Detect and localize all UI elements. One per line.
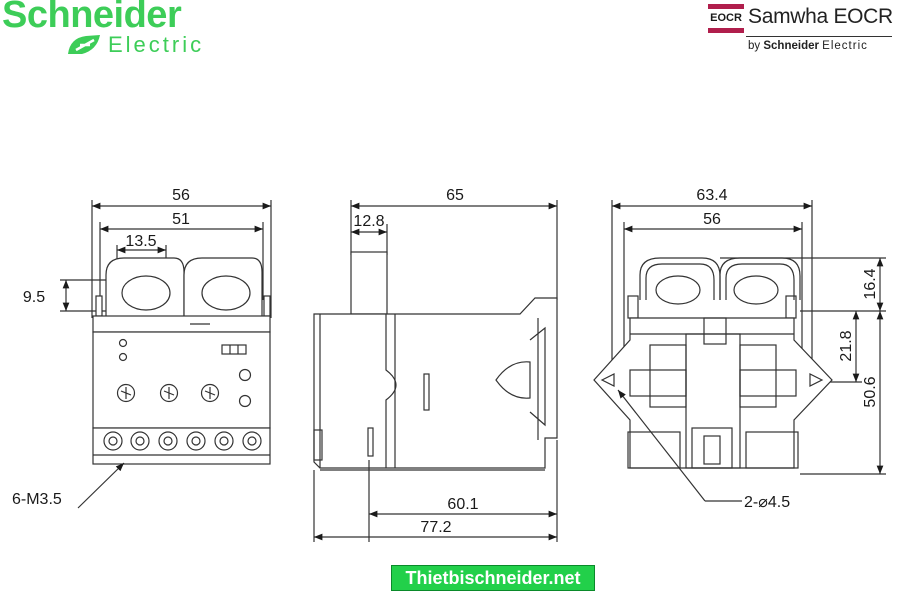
dim-side-base-length: 60.1 bbox=[447, 496, 478, 513]
dim-side-overall-depth: 65 bbox=[446, 187, 464, 204]
dim-rear-hole-spacing: 56 bbox=[703, 211, 721, 228]
dim-front-overall-width: 56 bbox=[172, 187, 190, 204]
dim-rear-overall-height: 50.6 bbox=[862, 376, 879, 407]
dim-front-hole-height: 9.5 bbox=[23, 289, 45, 306]
dimension-labels: 56 51 13.5 9.5 6-M3.5 65 12.8 60.1 77.2 … bbox=[12, 187, 879, 536]
website-footer-badge[interactable]: Thietbischneider.net bbox=[391, 565, 595, 591]
by-line: by Schneider Electric bbox=[748, 40, 868, 52]
dim-front-terminal-span: 51 bbox=[172, 211, 190, 228]
se-leaf-icon bbox=[68, 35, 100, 54]
schneider-electric-logo: Schneider Electric bbox=[2, 0, 262, 60]
eocr-badge: EOCR bbox=[708, 4, 744, 33]
dim-rear-mid-height: 21.8 bbox=[838, 330, 855, 361]
side-view bbox=[313, 200, 558, 542]
dim-side-total-length: 77.2 bbox=[420, 519, 451, 536]
dim-side-top-part: 12.8 bbox=[353, 213, 384, 230]
samwha-name: Samwha EOCR bbox=[748, 5, 893, 28]
brand-name: Schneider bbox=[2, 0, 182, 36]
rear-view bbox=[593, 200, 886, 502]
callout-mounting-holes: 2-⌀4.5 bbox=[744, 494, 790, 511]
front-view bbox=[60, 200, 272, 509]
brand-sub: Electric bbox=[108, 32, 205, 57]
dim-front-hole-width: 13.5 bbox=[125, 233, 156, 250]
dim-rear-top-height: 16.4 bbox=[862, 268, 879, 299]
callout-terminal-screws: 6-M3.5 bbox=[12, 491, 62, 508]
dim-rear-overall-width: 63.4 bbox=[696, 187, 727, 204]
samwha-eocr-logo: EOCR Samwha EOCR by Schneider Electric bbox=[706, 0, 900, 62]
